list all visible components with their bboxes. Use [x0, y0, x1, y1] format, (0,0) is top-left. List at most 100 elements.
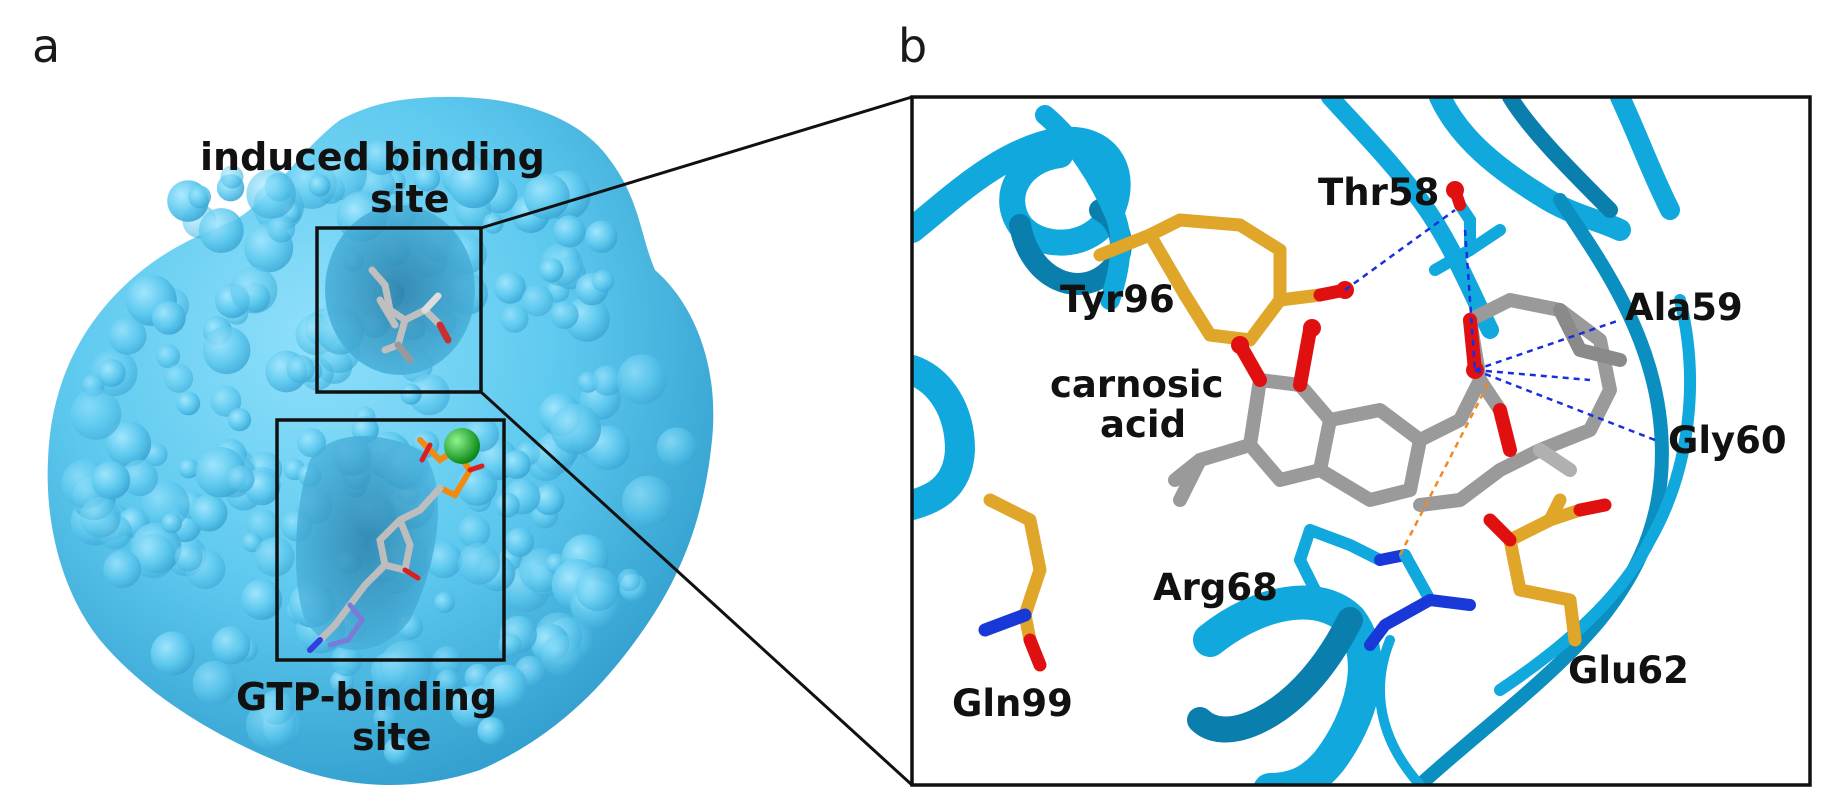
surface-bump: [363, 138, 399, 175]
surface-bump: [495, 492, 520, 518]
surface-bump: [121, 459, 158, 497]
surface-bump: [202, 326, 251, 375]
hydrogen-bonds: [1344, 208, 1656, 442]
surface-bump: [493, 271, 526, 304]
surface-bump: [198, 208, 244, 253]
induced-site-ligand: [368, 266, 452, 364]
surface-bump: [151, 300, 186, 335]
surface-bump: [585, 220, 618, 253]
magnesium-ion: [444, 428, 480, 464]
surface-bumps: [61, 138, 697, 765]
surface-bump: [592, 269, 615, 293]
surface-bump: [220, 165, 244, 189]
surface-bump: [521, 284, 554, 317]
thr58-label: Thr58: [1318, 171, 1439, 214]
zoom-panel-frame: [910, 95, 1812, 787]
surface-bump: [210, 385, 242, 417]
surface-bump: [533, 484, 565, 516]
surface-bump: [448, 158, 499, 209]
panel-b-letter: b: [898, 19, 927, 73]
ligand-label-1: carnosic: [1050, 363, 1224, 406]
surface-bump: [286, 355, 315, 384]
gtp-site-label-2: site: [352, 715, 432, 759]
gtp-site-box: [275, 418, 506, 662]
surface-bump: [408, 373, 450, 416]
surface-bump: [498, 633, 522, 657]
surface-bump: [592, 365, 623, 396]
panel-a-letter: a: [32, 19, 60, 73]
induced-pocket: [325, 205, 475, 375]
ala59-label: Ala59: [1625, 286, 1743, 329]
surface-bump: [211, 626, 251, 665]
surface-bump: [174, 543, 203, 572]
surface-bump: [373, 706, 397, 730]
surface-bump: [91, 461, 131, 500]
gln99-residue: [978, 493, 1047, 672]
induced-site-label-1: induced binding: [200, 135, 545, 179]
surface-bump: [267, 215, 296, 243]
surface-bump: [227, 465, 255, 493]
surface-bump: [540, 634, 582, 676]
tyr96-residue: [1093, 213, 1352, 347]
surface-bump: [188, 185, 212, 209]
zoom-panel-content: [912, 97, 1696, 785]
surface-bump: [553, 215, 586, 248]
arg68-label: Arg68: [1153, 566, 1278, 609]
surface-bump: [108, 316, 147, 355]
induced-site-box: [315, 226, 483, 394]
surface-bump: [246, 169, 296, 219]
surface-bump: [539, 258, 564, 283]
protein-surface: [47, 96, 714, 786]
surface-bump: [502, 450, 531, 479]
arg68-residue: [1294, 524, 1476, 651]
surface-bump: [227, 408, 252, 432]
surface-bump: [70, 388, 122, 440]
surface-bump: [192, 661, 237, 705]
surface-bump: [617, 354, 667, 405]
surface-bump: [246, 699, 297, 750]
surface-bump: [190, 494, 228, 532]
surface-bump: [477, 717, 506, 745]
zoom-line-top: [480, 95, 913, 230]
surface-bump: [131, 533, 176, 579]
surface-bump: [161, 512, 182, 534]
gtp-pocket: [295, 436, 439, 650]
surface-bump: [230, 266, 278, 314]
surface-bump: [241, 579, 283, 620]
zoom-line-bottom: [479, 390, 914, 787]
surface-bump: [164, 363, 194, 393]
surface-bump: [379, 641, 432, 693]
surface-bump: [550, 300, 579, 329]
gln99-label: Gln99: [952, 682, 1073, 725]
surface-bump: [622, 475, 674, 527]
surface-bump: [425, 541, 463, 579]
surface-bump: [150, 631, 195, 676]
surface-bump: [617, 568, 641, 592]
surface-bump: [523, 173, 570, 220]
induced-site-label-2: site: [370, 177, 450, 221]
glu62-residue: [1483, 493, 1612, 647]
surface-bump: [413, 165, 441, 192]
surface-bump: [504, 527, 534, 557]
surface-bump: [178, 458, 199, 479]
surface-bump: [500, 304, 529, 333]
surface-bump: [575, 567, 620, 612]
surface-bump: [433, 592, 455, 613]
surface-bump: [656, 427, 697, 468]
surface-bump: [297, 428, 327, 458]
surface-bump: [400, 383, 422, 405]
gly60-label: Gly60: [1668, 419, 1787, 462]
surface-bump: [308, 174, 331, 197]
surface-bump: [550, 403, 601, 455]
surface-bump: [105, 421, 152, 467]
surface-bump: [254, 536, 295, 577]
tyr96-label: Tyr96: [1060, 278, 1175, 321]
ligand-label-2: acid: [1100, 403, 1186, 446]
surface-bump: [435, 669, 460, 694]
glu62-label: Glu62: [1568, 649, 1689, 692]
surface-bump: [156, 344, 181, 369]
surface-bump: [103, 550, 142, 588]
surface-bump: [483, 664, 528, 709]
surface-bump: [457, 514, 491, 548]
